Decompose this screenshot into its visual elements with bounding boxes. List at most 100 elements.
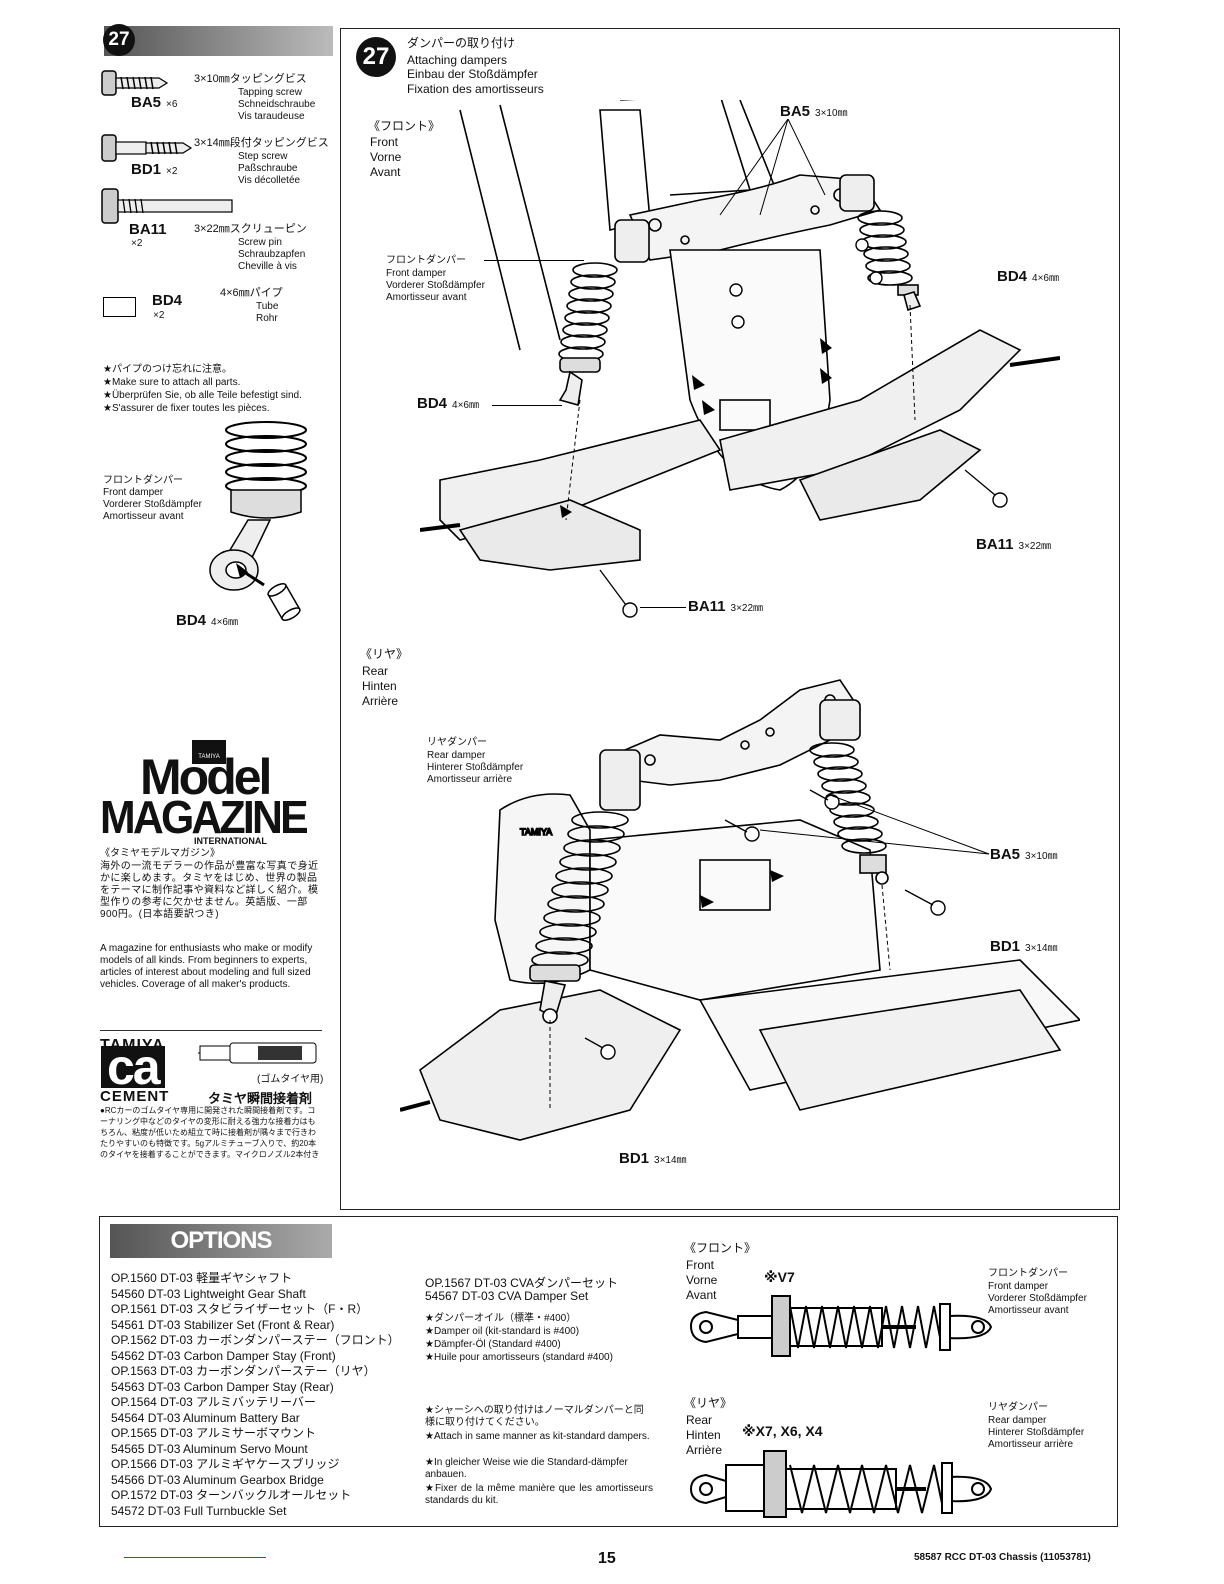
- part-desc-bd1-ja: 3×14㎜段付タッピングビス: [194, 137, 329, 149]
- step-main-frame: [340, 28, 1120, 1210]
- opt-front-damper-ja: フロントダンパー: [988, 1268, 1068, 1279]
- part-desc-ba11-ja: 3×22㎜スクリューピン: [194, 223, 307, 235]
- cement-logo-ca: ca: [101, 1042, 165, 1092]
- step-number-badge: 27: [103, 24, 135, 56]
- magazine-logo-magazine: MAGAZINE: [100, 791, 309, 843]
- option-line: 54564 DT-03 Aluminum Battery Bar: [111, 1410, 300, 1425]
- part-desc-bd1-de: Paßschraube: [238, 163, 298, 174]
- part-desc-bd1-fr: Vis décolletée: [238, 175, 301, 186]
- footer-link-line[interactable]: [124, 1557, 266, 1558]
- rear-ba5-leader-lines: [760, 794, 990, 855]
- option-line: 54563 DT-03 Carbon Damper Stay (Rear): [111, 1379, 334, 1394]
- part-code-ba11: BA11: [129, 221, 167, 238]
- attach-note-de: ★In gleicher Weise wie die Standard-dämp…: [425, 1457, 628, 1480]
- rear-suspension-drawing: TAMIYA: [400, 679, 1080, 1141]
- opt-front-header-ja: 《フロント》: [684, 1241, 757, 1255]
- opt-front-de: Vorne: [686, 1273, 718, 1287]
- front-damper-label-fr: Amortisseur avant: [386, 292, 467, 303]
- left-damper-label-en: Front damper: [103, 487, 164, 498]
- opt-rear-damper-fr: Amortisseur arrière: [988, 1439, 1074, 1450]
- option-line: 54560 DT-03 Lightweight Gear Shaft: [111, 1286, 306, 1301]
- opt-front-damper-drawing: [689, 1295, 993, 1357]
- option-line: OP.1565 DT-03 アルミサーボマウント: [111, 1426, 317, 1440]
- attach-note-fr: ★Fixer de la même manière que les amorti…: [425, 1483, 653, 1506]
- option-line: OP.1563 DT-03 カーボンダンパーステー（リヤ）: [111, 1364, 376, 1378]
- rear-header-en: Rear: [362, 664, 389, 678]
- option-line: OP.1562 DT-03 カーボンダンパーステー（フロント）: [111, 1333, 400, 1347]
- magazine-logo-international: INTERNATIONAL: [194, 836, 267, 846]
- option-line: 54562 DT-03 Carbon Damper Stay (Front): [111, 1348, 336, 1363]
- part-qty-bd4: ×2: [153, 310, 165, 321]
- part-desc-ba11-fr: Cheville à vis: [238, 261, 297, 272]
- option-line: 54566 DT-03 Aluminum Gearbox Bridge: [111, 1472, 324, 1487]
- magazine-en-text: A magazine for enthusiasts who make or m…: [100, 943, 313, 990]
- oil-note-ja: ★ダンパーオイル（標準・#400）: [425, 1313, 577, 1324]
- opt-rear-en: Rear: [686, 1413, 713, 1427]
- rear-header-fr: Arrière: [362, 694, 399, 708]
- opt-rear-damper-ja: リヤダンパー: [988, 1402, 1048, 1413]
- front-header-ja: 《フロント》: [368, 119, 441, 133]
- rear-damper-label-de: Hinterer Stoßdämpfer: [427, 762, 524, 773]
- part-desc-ba5-de: Schneidschraube: [238, 99, 316, 110]
- option-line: OP.1561 DT-03 スタビライザーセット（F・R）: [111, 1302, 369, 1316]
- option-line: 54565 DT-03 Aluminum Servo Mount: [111, 1441, 308, 1456]
- rear-damper-label-en: Rear damper: [427, 750, 486, 761]
- front-damper-label-de: Vorderer Stoßdämpfer: [386, 280, 485, 291]
- front-suspension-drawing: [420, 100, 1060, 618]
- option-line: OP.1572 DT-03 ターンバックルオールセット: [111, 1488, 352, 1502]
- opt-rear-header-ja: 《リヤ》: [684, 1396, 733, 1410]
- step-header-bar: [104, 26, 333, 56]
- part-desc-bd4-en: Tube: [256, 301, 279, 312]
- note-fr: ★S'assurer de fixer toutes les pièces.: [103, 403, 270, 414]
- part-desc-ba5-ja: 3×10㎜タッピングビス: [194, 73, 307, 85]
- opt-front-damper-de: Vorderer Stoßdämpfer: [988, 1293, 1087, 1304]
- front-ba11-left-leader: [640, 607, 686, 608]
- cva-title-ja: OP.1567 DT-03 CVAダンパーセット: [425, 1276, 618, 1290]
- front-header-de: Vorne: [370, 150, 402, 164]
- front-ba5-leader-lines: [719, 118, 826, 216]
- part-desc-ba5-en: Tapping screw: [238, 87, 302, 98]
- part-code-bd1: BD1×2: [131, 161, 178, 178]
- left-damper-label-de: Vorderer Stoßdämpfer: [103, 499, 202, 510]
- part-qty-ba11: ×2: [131, 238, 143, 249]
- magazine-ja-title: 《タミヤモデルマガジン》: [100, 848, 220, 859]
- front-header-fr: Avant: [370, 165, 401, 179]
- opt-rear-damper-drawing: [689, 1450, 993, 1518]
- opt-front-fr: Avant: [686, 1288, 717, 1302]
- opt-rear-damper-en: Rear damper: [988, 1415, 1047, 1426]
- front-damper-detail-drawing: [209, 421, 307, 621]
- cement-ja-text: ●RCカーのゴムタイヤ専用に開発された瞬間接着剤です。コーナリング中などのタイヤ…: [100, 1106, 320, 1159]
- screw-pin-icon: [101, 188, 233, 224]
- step-title-de: Einbau der Stoßdämpfer: [407, 67, 538, 81]
- front-damper-label-en: Front damper: [386, 268, 447, 279]
- cement-tube-icon: [198, 1042, 317, 1064]
- note-en: ★Make sure to attach all parts.: [103, 377, 241, 388]
- rear-damper-label-ja: リヤダンパー: [427, 737, 487, 748]
- front-bd4-left-leader: [492, 405, 562, 406]
- opt-front-damper-fr: Amortisseur avant: [988, 1305, 1069, 1316]
- tapping-screw-icon: [101, 70, 169, 96]
- step-title-fr: Fixation des amortisseurs: [407, 82, 544, 96]
- part-desc-ba11-en: Screw pin: [238, 237, 282, 248]
- part-code-ba5: BA5×6: [131, 94, 178, 111]
- opt-rear-de: Hinten: [686, 1428, 721, 1442]
- cva-title-en: 54567 DT-03 CVA Damper Set: [425, 1289, 589, 1303]
- opt-rear-damper-de: Hinterer Stoßdämpfer: [988, 1427, 1085, 1438]
- left-damper-label-fr: Amortisseur avant: [103, 511, 184, 522]
- left-damper-label-ja: フロントダンパー: [103, 475, 183, 486]
- page-number: 15: [598, 1550, 616, 1567]
- document-id: 58587 RCC DT-03 Chassis (11053781): [914, 1552, 1091, 1563]
- tamiya-gearbox-text: TAMIYA: [520, 827, 552, 837]
- tamiya-star-logo: TAMIYA: [192, 740, 226, 764]
- option-line: OP.1566 DT-03 アルミギヤケースブリッジ: [111, 1457, 340, 1471]
- rear-header-de: Hinten: [362, 679, 397, 693]
- cement-word: CEMENT: [100, 1088, 170, 1105]
- magazine-logo-model: Model: [140, 749, 272, 805]
